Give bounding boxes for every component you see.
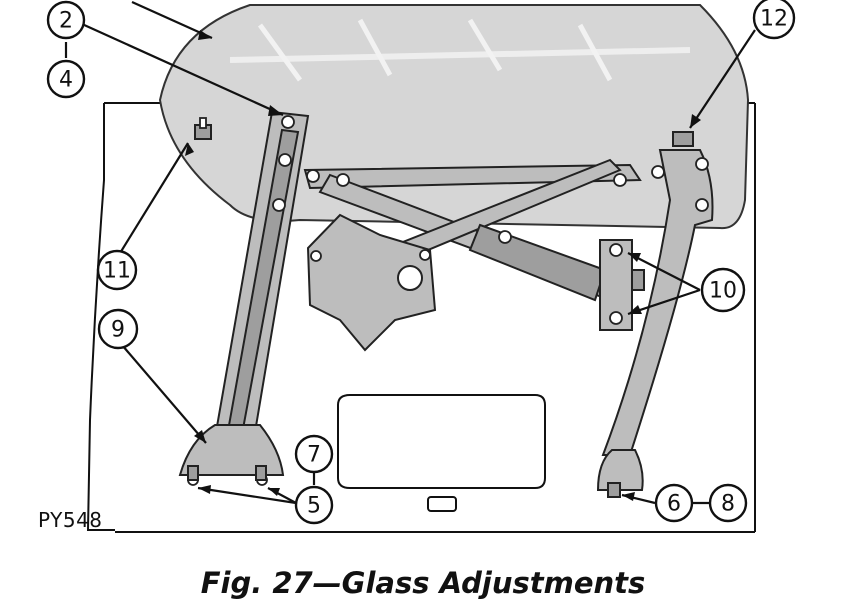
callout-11: 11 [96, 249, 138, 291]
plate-code: PY548 [38, 508, 103, 532]
access-hole [337, 394, 546, 512]
callout-9: 9 [97, 308, 139, 350]
callout-11-label: 11 [103, 259, 131, 284]
leader-lines [64, 0, 756, 505]
callout-5-label: 5 [307, 494, 321, 519]
callout-12-label: 12 [760, 7, 788, 32]
callout-10-label: 10 [709, 279, 737, 304]
callout-4-label: 4 [59, 68, 73, 93]
callout-7-label: 7 [307, 443, 321, 468]
right-guide-channel [596, 131, 714, 498]
window-glass [158, 4, 750, 230]
callout-4: 4 [46, 59, 86, 99]
callout-9-label: 9 [111, 318, 125, 343]
left-guide-channel [178, 110, 310, 486]
callout-12: 12 [752, 0, 796, 40]
callout-6: 6 [654, 483, 694, 523]
callout-10: 10 [700, 267, 746, 313]
callout-2: 2 [46, 0, 86, 40]
callout-6-label: 6 [667, 492, 681, 517]
window-regulator [303, 158, 645, 352]
callout-7: 7 [294, 434, 334, 474]
callout-8-label: 8 [721, 492, 735, 517]
callout-2-label: 2 [59, 9, 73, 34]
callout-5: 5 [294, 485, 334, 525]
upper-stop-left [194, 117, 212, 140]
figure-caption: Fig. 27—Glass Adjustments [200, 566, 646, 600]
callout-8: 8 [708, 483, 748, 523]
